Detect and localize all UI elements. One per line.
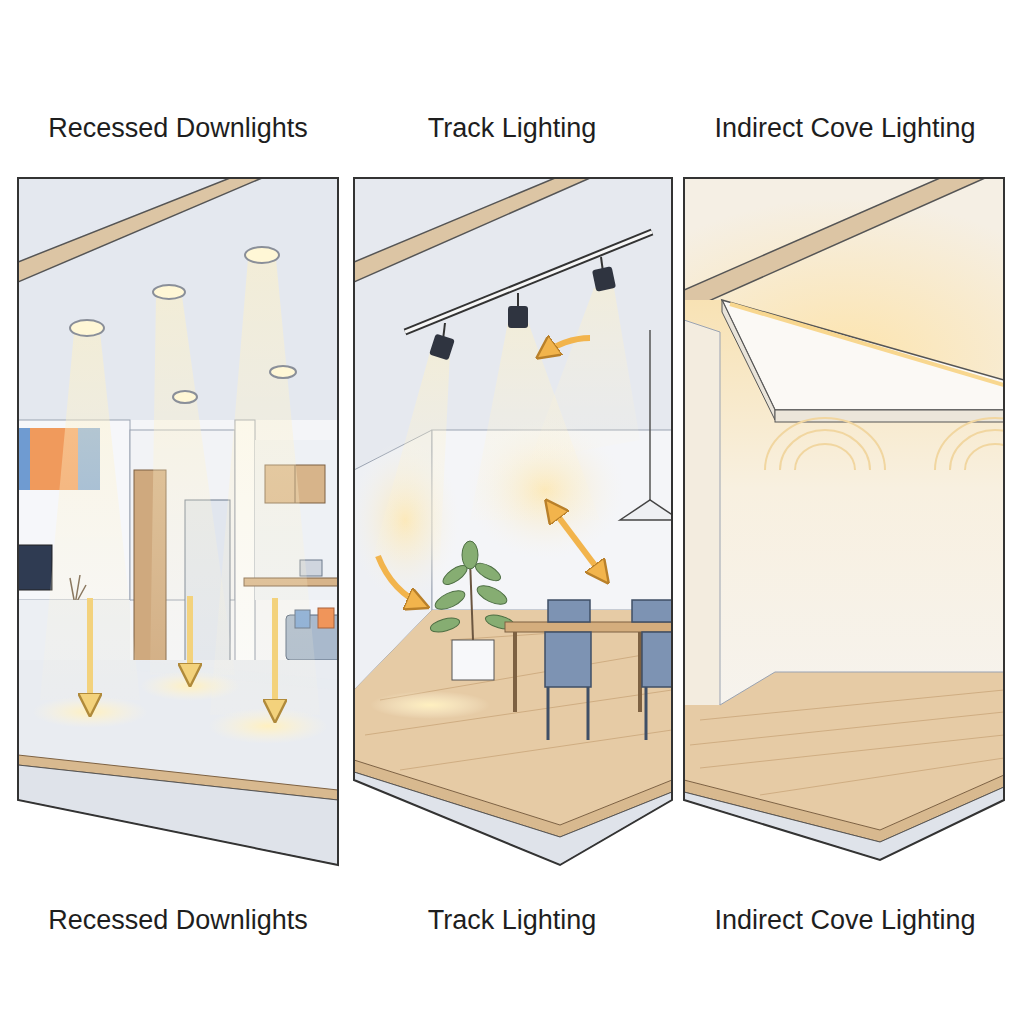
slab	[18, 765, 338, 865]
downlight	[173, 391, 197, 403]
led-strip	[730, 304, 1004, 385]
light-arrow	[187, 596, 193, 682]
table-legs	[513, 632, 517, 712]
track-heads	[508, 306, 528, 328]
panel-heading: Track Lighting	[428, 904, 597, 936]
pendant-cord	[649, 330, 651, 500]
side-wall	[684, 320, 720, 720]
light-arrow	[548, 503, 606, 580]
wall-panel	[18, 428, 30, 490]
glow-arcs	[765, 418, 885, 470]
chairs	[545, 600, 682, 687]
plant-leaves	[433, 587, 468, 613]
track-rail	[405, 232, 652, 332]
slab	[354, 772, 672, 865]
plant-leaves	[475, 582, 510, 608]
floor-boards	[700, 735, 1004, 768]
light-beam	[210, 259, 320, 715]
track-panel	[350, 178, 682, 878]
panel-outline	[354, 178, 672, 865]
light-arrow	[540, 338, 590, 356]
wall	[684, 178, 1004, 878]
downlight	[270, 366, 296, 378]
floor-boards	[690, 690, 1004, 795]
floor-boards	[365, 690, 672, 735]
light-arrow	[378, 556, 425, 606]
panel-heading: Indirect Cove Lighting	[714, 904, 975, 936]
panel-outline	[684, 178, 1004, 860]
chairs	[642, 632, 682, 687]
beam	[684, 178, 985, 312]
plant-pot	[452, 640, 494, 680]
glow-arcs	[765, 418, 1024, 470]
plant-leaves	[429, 615, 461, 634]
table	[505, 622, 675, 632]
table-legs	[515, 632, 640, 712]
glow-arcs	[780, 430, 870, 470]
tv	[18, 545, 52, 590]
cove-panel	[684, 178, 1024, 878]
track-heads	[517, 293, 519, 308]
panel-heading: Track Lighting	[428, 112, 597, 144]
panel-heading: Indirect Cove Lighting	[714, 112, 975, 144]
glow-arcs	[935, 418, 1024, 470]
glow-arcs	[965, 444, 1024, 470]
floor-boards	[760, 758, 1004, 795]
back-wall	[684, 300, 1004, 720]
track-heads	[592, 266, 616, 292]
plant-leaves	[429, 541, 516, 635]
track-panel	[405, 232, 652, 332]
chair-legs	[645, 687, 648, 740]
panel-heading: Recessed Downlights	[48, 904, 308, 936]
cove-panel	[775, 672, 1004, 673]
light-pool	[208, 708, 328, 744]
chair-legs	[548, 687, 646, 740]
downlight-panel	[18, 178, 341, 878]
light-pool	[370, 691, 490, 719]
cove-ledge	[722, 300, 775, 420]
chairs	[545, 632, 591, 687]
track-heads	[429, 257, 616, 361]
chair-legs	[587, 687, 590, 740]
cushion	[318, 608, 334, 628]
floor-boards	[700, 690, 1004, 720]
chairs	[548, 600, 590, 622]
track-heads	[429, 333, 455, 360]
beam	[354, 178, 590, 282]
wall	[354, 178, 672, 878]
chairs	[632, 600, 672, 622]
floor-boards	[365, 625, 672, 770]
cove-panel	[720, 672, 775, 705]
floor-boards	[400, 730, 672, 770]
downlight	[153, 285, 185, 299]
light-arrow	[87, 598, 93, 712]
panel-outline	[18, 178, 338, 865]
plant-leaves	[473, 560, 503, 584]
track-panel	[470, 560, 473, 640]
light-beam	[372, 352, 450, 560]
light-arrow	[272, 598, 278, 718]
panel-heading: Recessed Downlights	[48, 112, 308, 144]
chair-legs	[547, 687, 550, 740]
beam	[18, 178, 262, 282]
glow-arcs	[950, 430, 1024, 470]
glow-arcs	[795, 444, 855, 470]
wall	[18, 178, 338, 878]
downlight	[70, 320, 104, 336]
light-beam	[530, 288, 640, 460]
downlight	[245, 247, 279, 263]
plant-leaves	[462, 541, 478, 569]
